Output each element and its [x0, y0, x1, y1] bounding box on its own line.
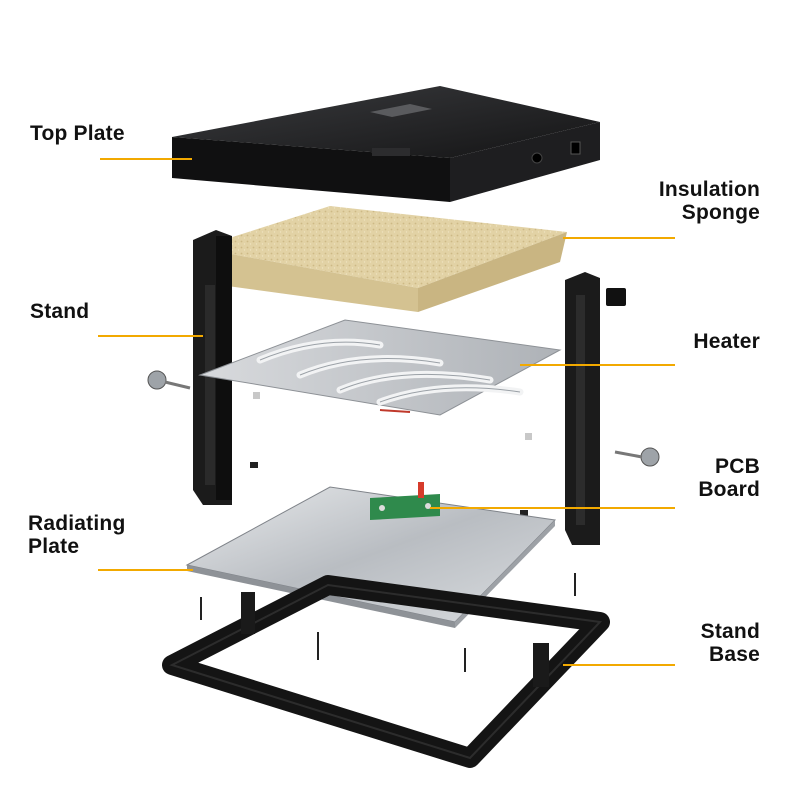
side-knobs — [147, 370, 660, 516]
leader-heater — [520, 364, 675, 366]
top-plate-part — [172, 86, 600, 202]
left-stand-part — [193, 230, 232, 505]
label-top-plate-line-1: Top Plate — [30, 122, 125, 145]
leader-stand-base — [563, 664, 675, 666]
label-radiating-plate-line-1: Radiating — [28, 512, 126, 535]
heater-part — [198, 319, 562, 416]
stand-base-part — [162, 575, 610, 768]
leader-stand — [98, 335, 203, 337]
leader-pcb-board — [430, 507, 675, 509]
label-stand-line-1: Stand — [30, 300, 90, 323]
label-top-plate: Top Plate — [30, 122, 125, 145]
label-insulation-sponge: Insulation Sponge — [620, 178, 760, 224]
insulation-sponge-part — [198, 206, 567, 312]
label-heater: Heater — [640, 330, 760, 353]
label-insulation-sponge-line-2: Sponge — [681, 201, 760, 224]
bottom-screws — [200, 573, 576, 672]
leader-insulation-sponge — [563, 237, 675, 239]
label-pcb-board: PCB Board — [640, 455, 760, 501]
right-stand-part — [565, 272, 626, 545]
label-stand: Stand — [30, 300, 89, 323]
label-insulation-sponge-line-1: Insulation — [658, 178, 760, 201]
label-radiating-plate: Radiating Plate — [28, 512, 125, 558]
label-heater-line-1: Heater — [693, 330, 760, 353]
label-pcb-board-line-1: PCB — [715, 455, 760, 478]
leader-radiating-plate — [98, 569, 193, 571]
label-radiating-plate-line-2: Plate — [28, 535, 80, 558]
leader-top-plate — [100, 158, 192, 160]
label-pcb-board-line-2: Board — [698, 478, 760, 501]
label-stand-base-line-1: Stand — [700, 620, 760, 643]
label-stand-base: Stand Base — [640, 620, 760, 666]
label-stand-base-line-2: Base — [708, 643, 760, 666]
pcb-board-part — [370, 482, 440, 520]
